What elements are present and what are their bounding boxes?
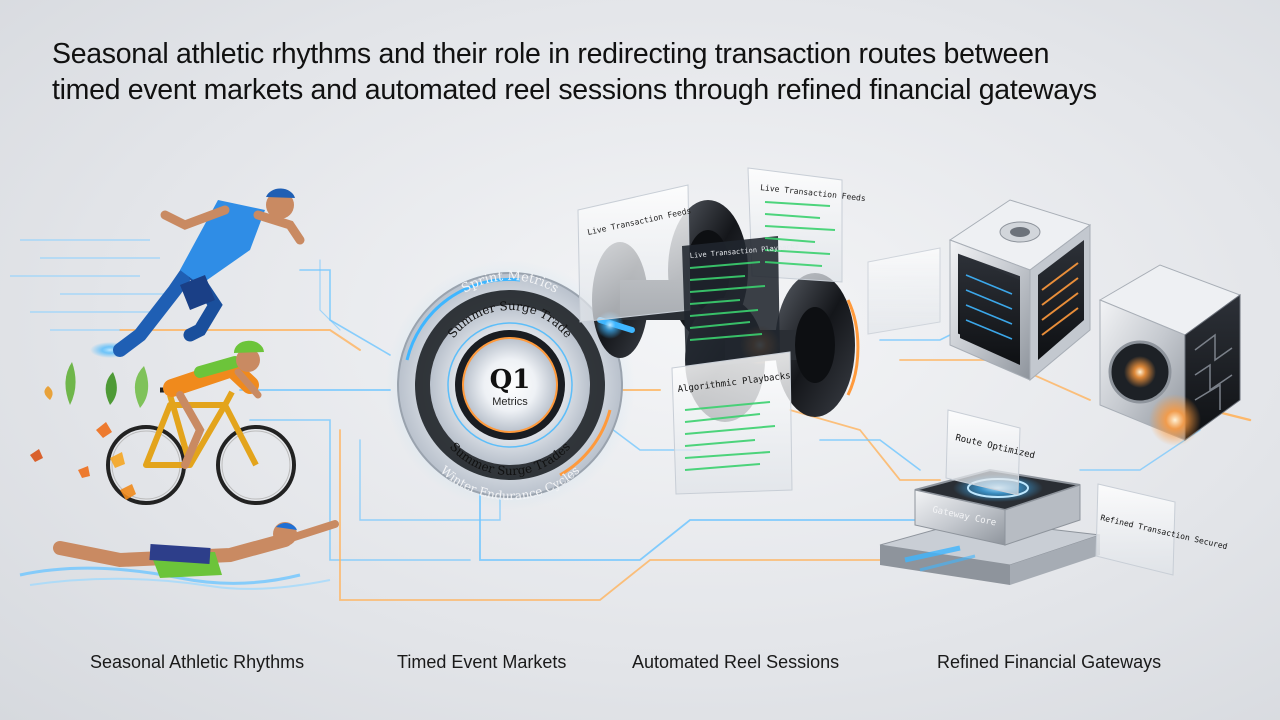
seasonal-plants xyxy=(44,362,149,408)
server-cube-right xyxy=(1098,264,1242,446)
caption-reels: Automated Reel Sessions xyxy=(632,652,840,672)
swimmer-figure xyxy=(19,520,339,590)
reel-data-panels xyxy=(577,167,843,495)
season-dial xyxy=(385,260,635,510)
cyclist-figure xyxy=(30,340,296,505)
server-cube-top xyxy=(948,199,1092,382)
code-lines xyxy=(684,201,836,471)
title-line-2: timed event markets and automated reel s… xyxy=(52,74,1097,106)
dial-center-small: Metrics xyxy=(492,396,528,408)
caption-athletic: Seasonal Athletic Rhythms xyxy=(90,652,305,672)
page-title: Seasonal athletic rhythms and their role… xyxy=(52,36,1252,108)
caption-markets: Timed Event Markets xyxy=(397,652,567,672)
caption-gateways: Refined Financial Gateways xyxy=(937,652,1162,672)
title-line-1: Seasonal athletic rhythms and their role… xyxy=(52,38,1050,70)
gateway-core-device xyxy=(879,468,1101,585)
gateway-panels xyxy=(867,247,1176,576)
dial-center-big: Q1 xyxy=(490,365,531,395)
sprinter-figure xyxy=(90,188,305,358)
speed-streaks xyxy=(10,239,170,331)
